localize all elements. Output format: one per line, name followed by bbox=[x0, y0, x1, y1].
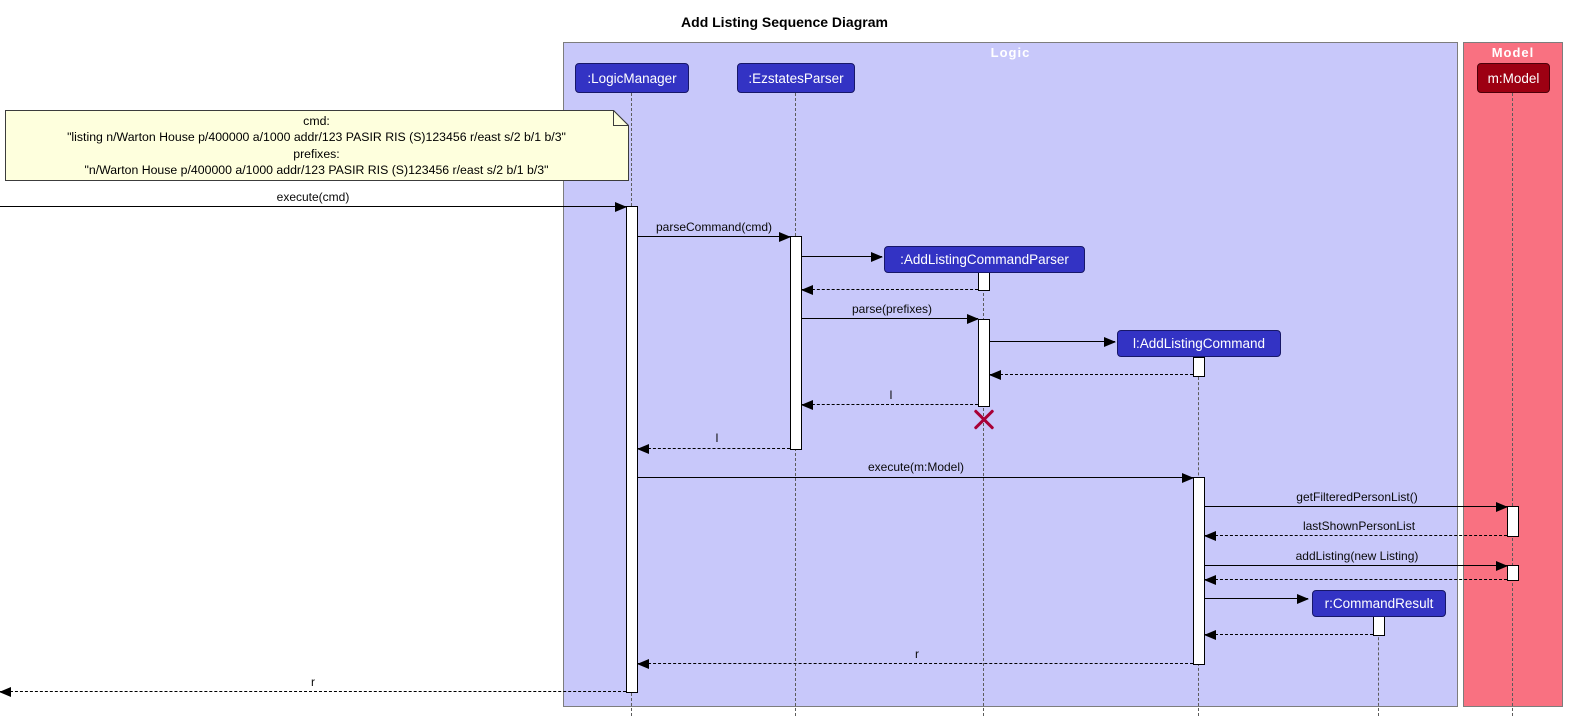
note-line-prefixes-value: "n/Warton House p/400000 a/1000 addr/123… bbox=[84, 162, 549, 177]
message-line bbox=[638, 477, 1193, 478]
arrowhead-icon bbox=[637, 659, 649, 669]
message-label-parse-prefixes: parse(prefixes) bbox=[851, 302, 933, 316]
destroy-x-icon bbox=[971, 406, 997, 432]
message-line bbox=[1205, 598, 1308, 599]
activation-add-listing-command-parser-create bbox=[978, 272, 990, 291]
message-label-return-r-inner: r bbox=[915, 647, 919, 661]
message-label-get-filtered-person-list: getFilteredPersonList() bbox=[1296, 490, 1418, 504]
note-body bbox=[5, 110, 629, 181]
arrowhead-icon bbox=[637, 444, 649, 454]
participant-command-result: r:CommandResult bbox=[1312, 590, 1446, 617]
message-line bbox=[802, 289, 978, 290]
activation-add-listing-command-create bbox=[1193, 357, 1205, 377]
message-line bbox=[1205, 579, 1507, 580]
message-label-parse-command: parseCommand(cmd) bbox=[655, 220, 773, 234]
message-line bbox=[1205, 506, 1507, 507]
message-line bbox=[0, 691, 626, 692]
note-fold-icon bbox=[613, 110, 629, 126]
participant-model: m:Model bbox=[1477, 63, 1550, 93]
message-line bbox=[0, 206, 626, 207]
logic-frame-label: Logic bbox=[990, 45, 1031, 60]
arrowhead-icon bbox=[871, 252, 883, 262]
message-label-execute-cmd: execute(cmd) bbox=[276, 190, 350, 204]
note-shape bbox=[5, 110, 629, 181]
message-label-return-r-outer: r bbox=[311, 675, 315, 689]
note-line-cmd: cmd: bbox=[303, 114, 330, 128]
message-line bbox=[1205, 634, 1373, 635]
activation-add-listing-command-execute bbox=[1193, 477, 1205, 665]
participant-add-listing-command: l:AddListingCommand bbox=[1117, 330, 1281, 357]
message-line bbox=[802, 404, 978, 405]
message-line bbox=[638, 236, 790, 237]
arrowhead-icon bbox=[801, 285, 813, 295]
activation-model-get-filtered bbox=[1507, 506, 1519, 537]
lifeline-add-listing-command-parser bbox=[983, 273, 984, 716]
arrowhead-icon bbox=[779, 232, 791, 242]
message-line bbox=[638, 448, 790, 449]
arrowhead-icon bbox=[967, 314, 979, 324]
message-label-last-shown-person-list: lastShownPersonList bbox=[1302, 519, 1416, 533]
activation-ezstates-parser bbox=[790, 236, 802, 450]
message-line bbox=[802, 318, 978, 319]
activation-model-add-listing bbox=[1507, 565, 1519, 581]
arrowhead-icon bbox=[1182, 473, 1194, 483]
arrowhead-icon bbox=[801, 400, 813, 410]
arrowhead-icon bbox=[1204, 575, 1216, 585]
note: cmd: "listing n/Warton House p/400000 a/… bbox=[5, 113, 628, 178]
message-label-return-l-outer: l bbox=[715, 431, 719, 445]
participant-add-listing-command-parser: :AddListingCommandParser bbox=[884, 246, 1085, 273]
model-frame-label: Model bbox=[1491, 45, 1535, 60]
message-line bbox=[990, 374, 1193, 375]
message-line bbox=[990, 341, 1115, 342]
arrowhead-icon bbox=[615, 202, 627, 212]
arrowhead-icon bbox=[989, 370, 1001, 380]
arrowhead-icon bbox=[1496, 502, 1508, 512]
note-line-cmd-value: "listing n/Warton House p/400000 a/1000 … bbox=[67, 130, 566, 145]
activation-command-result bbox=[1373, 616, 1385, 636]
diagram-title: Add Listing Sequence Diagram bbox=[681, 14, 888, 30]
message-label-execute-model: execute(m:Model) bbox=[867, 460, 965, 474]
message-label-return-l-inner: l bbox=[889, 388, 893, 402]
arrowhead-icon bbox=[1104, 337, 1116, 347]
note-line-prefixes: prefixes: bbox=[293, 146, 340, 161]
arrowhead-icon bbox=[1297, 594, 1309, 604]
arrowhead-icon bbox=[1496, 561, 1508, 571]
message-label-add-listing: addListing(new Listing) bbox=[1295, 549, 1419, 563]
arrowhead-icon bbox=[0, 687, 11, 697]
message-line bbox=[1205, 535, 1507, 536]
message-line bbox=[1205, 565, 1507, 566]
message-line bbox=[802, 256, 882, 257]
lifeline-model bbox=[1512, 93, 1513, 716]
participant-logic-manager: :LogicManager bbox=[575, 63, 689, 93]
arrowhead-icon bbox=[1204, 531, 1216, 541]
model-frame: Model bbox=[1463, 42, 1563, 707]
activation-add-listing-command-parser-parse bbox=[978, 319, 990, 407]
arrowhead-icon bbox=[1204, 630, 1216, 640]
message-line bbox=[638, 663, 1193, 664]
lifeline-command-result bbox=[1378, 617, 1379, 716]
participant-ezstates-parser: :EzstatesParser bbox=[737, 63, 855, 93]
